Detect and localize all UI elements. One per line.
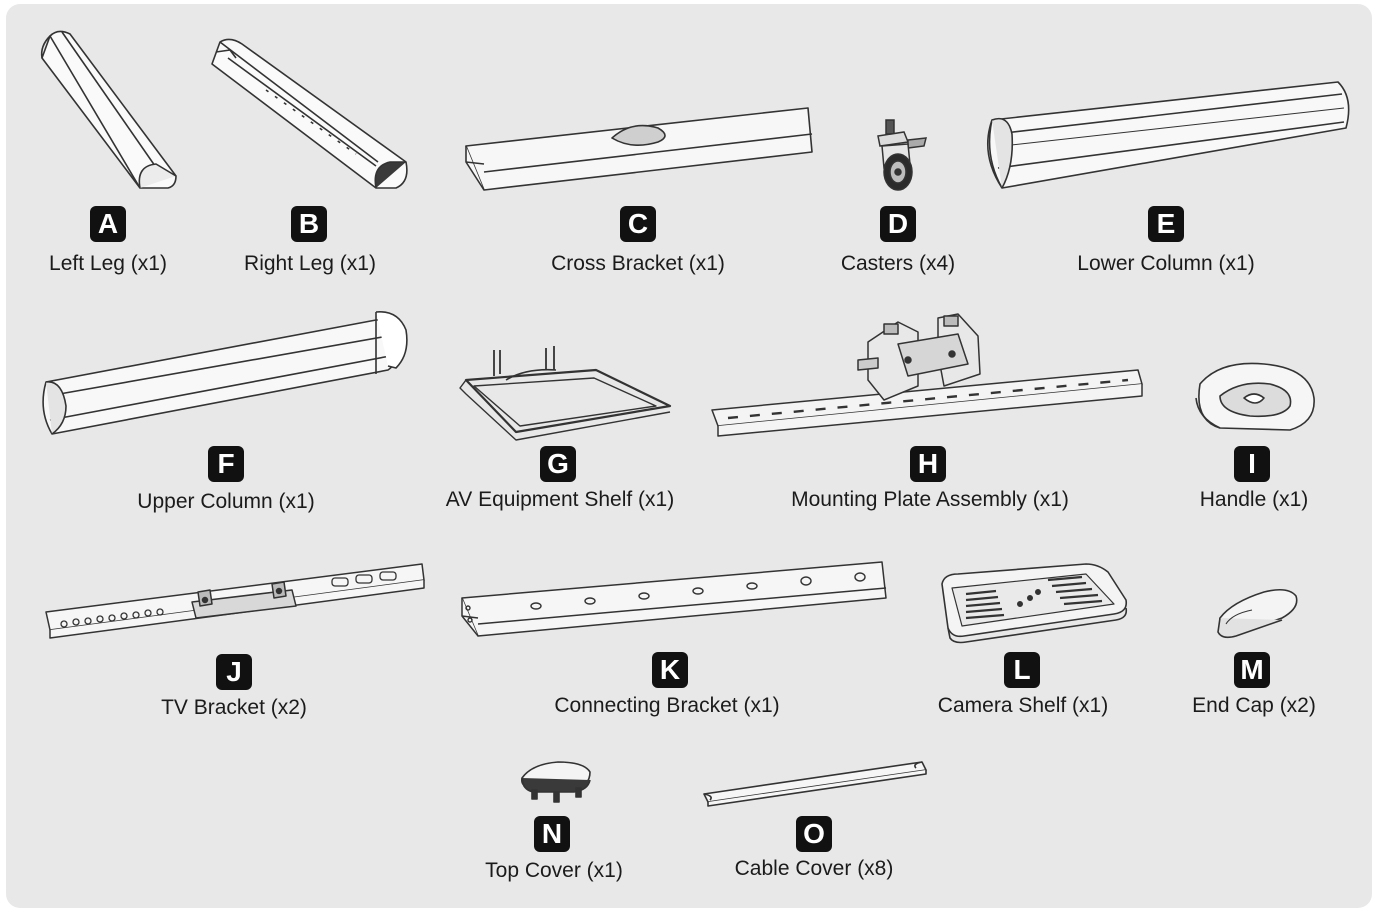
right-leg-icon	[206, 34, 416, 194]
badge-d: D	[880, 206, 916, 242]
upper-column-icon	[36, 310, 412, 440]
label-l: Camera Shelf (x1)	[937, 694, 1109, 717]
lower-column-icon	[982, 74, 1356, 198]
badge-m: M	[1234, 652, 1270, 688]
label-b: Right Leg (x1)	[244, 252, 376, 275]
mounting-plate-icon	[708, 314, 1148, 440]
end-cap-icon	[1212, 584, 1304, 642]
connecting-bracket-icon	[456, 558, 890, 642]
badge-l: L	[1004, 652, 1040, 688]
label-i: Handle (x1)	[1199, 488, 1309, 511]
label-h: Mounting Plate Assembly (x1)	[791, 488, 1069, 511]
badge-c: C	[620, 206, 656, 242]
label-j: TV Bracket (x2)	[161, 696, 307, 719]
badge-k: K	[652, 652, 688, 688]
cross-bracket-icon	[462, 102, 818, 196]
label-n: Top Cover (x1)	[485, 859, 623, 882]
tv-bracket-icon	[42, 554, 426, 646]
cable-cover-icon	[700, 756, 930, 810]
label-g: AV Equipment Shelf (x1)	[445, 488, 675, 511]
left-leg-icon	[36, 26, 186, 196]
handle-icon	[1190, 358, 1318, 438]
badge-o: O	[796, 816, 832, 852]
badge-i: I	[1234, 446, 1270, 482]
badge-j: J	[216, 654, 252, 690]
top-cover-icon	[518, 758, 594, 806]
badge-a: A	[90, 206, 126, 242]
badge-f: F	[208, 446, 244, 482]
label-f: Upper Column (x1)	[137, 490, 315, 513]
av-shelf-icon	[446, 340, 676, 440]
label-c: Cross Bracket (x1)	[551, 252, 725, 275]
badge-h: H	[910, 446, 946, 482]
parts-list-sheet: A Left Leg (x1) B Right Leg (x1) C Cross…	[6, 4, 1372, 908]
label-e: Lower Column (x1)	[1077, 252, 1255, 275]
badge-e: E	[1148, 206, 1184, 242]
caster-icon	[868, 118, 930, 194]
label-k: Connecting Bracket (x1)	[554, 694, 780, 717]
label-a: Left Leg (x1)	[49, 252, 167, 275]
label-m: End Cap (x2)	[1192, 694, 1316, 717]
badge-n: N	[534, 816, 570, 852]
badge-g: G	[540, 446, 576, 482]
label-o: Cable Cover (x8)	[734, 857, 894, 880]
badge-b: B	[291, 206, 327, 242]
label-d: Casters (x4)	[840, 252, 956, 275]
camera-shelf-icon	[936, 560, 1132, 646]
